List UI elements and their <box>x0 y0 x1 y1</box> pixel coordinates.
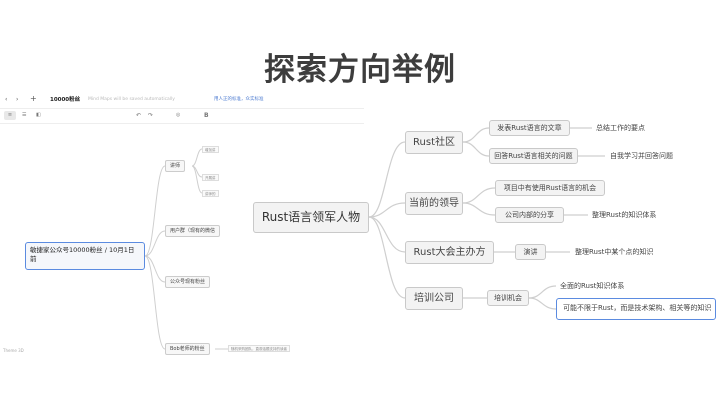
mindmap-root-node[interactable]: Rust语言领军人物 <box>253 202 369 233</box>
leaf-node[interactable]: 整理Rust的知识体系 <box>592 211 657 219</box>
forward-icon[interactable]: › <box>16 96 19 103</box>
document-note: 用人正的标准，众实标准 <box>214 97 264 102</box>
left-connector-lines <box>144 148 228 350</box>
leaf-node[interactable]: 自我学习并回答问题 <box>610 152 673 160</box>
branch-current-leader[interactable]: 当前的领导 <box>405 192 463 215</box>
child-node[interactable]: 回答Rust语言相关的问题 <box>489 148 578 164</box>
selected-leaf-node[interactable]: 可能不限于Rust，而是技术架构、相关等的知识 <box>556 298 716 320</box>
app-top-bar: ‹ › + 10000粉丝 Mind Maps will be saved au… <box>0 92 364 109</box>
child-node[interactable]: 项目中有使用Rust语言的机会 <box>495 180 605 196</box>
sub-node[interactable]: 随机采购团队，直观话题支持的读者 <box>228 345 290 352</box>
left-root-node[interactable]: 敏捷家公众号10000粉丝 / 10月1日前 <box>25 242 145 270</box>
child-node[interactable]: 发表Rust语言的文章 <box>489 120 570 136</box>
format-icon[interactable]: ◎ <box>176 112 181 118</box>
child-node[interactable]: 培训机会 <box>487 290 529 306</box>
branch-training-company[interactable]: 培训公司 <box>405 287 463 310</box>
panel-icon[interactable]: ◧ <box>36 112 41 118</box>
sub-node[interactable]: 开展讲 <box>202 174 219 181</box>
sub-node[interactable]: 讲师的 <box>202 190 219 197</box>
document-title[interactable]: 10000粉丝 <box>50 97 81 103</box>
leaf-node[interactable]: 全面的Rust知识体系 <box>560 282 625 290</box>
list-view-icon[interactable]: ☰ <box>22 112 27 118</box>
back-icon[interactable]: ‹ <box>5 96 8 103</box>
add-icon[interactable]: + <box>30 94 37 103</box>
child-node[interactable]: 演讲 <box>515 244 546 260</box>
outline-view-icon[interactable]: ≡ <box>4 111 16 120</box>
branch-rust-conference[interactable]: Rust大会主办方 <box>405 241 494 264</box>
bold-icon[interactable]: B <box>204 112 209 119</box>
redo-icon[interactable]: ↷ <box>148 112 154 119</box>
view-toolbar: ≡ ☰ ◧ ↶ ↷ ◎ B <box>0 109 364 124</box>
branch-node[interactable]: 公众号现有粉丝 <box>165 276 211 288</box>
slide-title: 探索方向举例 <box>264 52 456 88</box>
undo-icon[interactable]: ↶ <box>136 112 142 119</box>
branch-node[interactable]: 用户群（现有的微信 <box>165 225 221 237</box>
child-node[interactable]: 公司内部的分享 <box>495 207 564 223</box>
branch-node[interactable]: 讲师 <box>165 160 186 172</box>
leaf-node[interactable]: 整理Rust中某个点的知识 <box>575 248 654 256</box>
autosave-hint: Mind Maps will be saved automatically <box>88 97 175 102</box>
sub-node[interactable]: 增加讲 <box>202 146 219 153</box>
leaf-node[interactable]: 总结工作的要点 <box>596 124 645 132</box>
theme-label[interactable]: Theme 3D <box>3 348 24 353</box>
branch-node[interactable]: Bob老师的粉丝 <box>165 343 210 355</box>
branch-rust-community[interactable]: Rust社区 <box>405 131 463 154</box>
